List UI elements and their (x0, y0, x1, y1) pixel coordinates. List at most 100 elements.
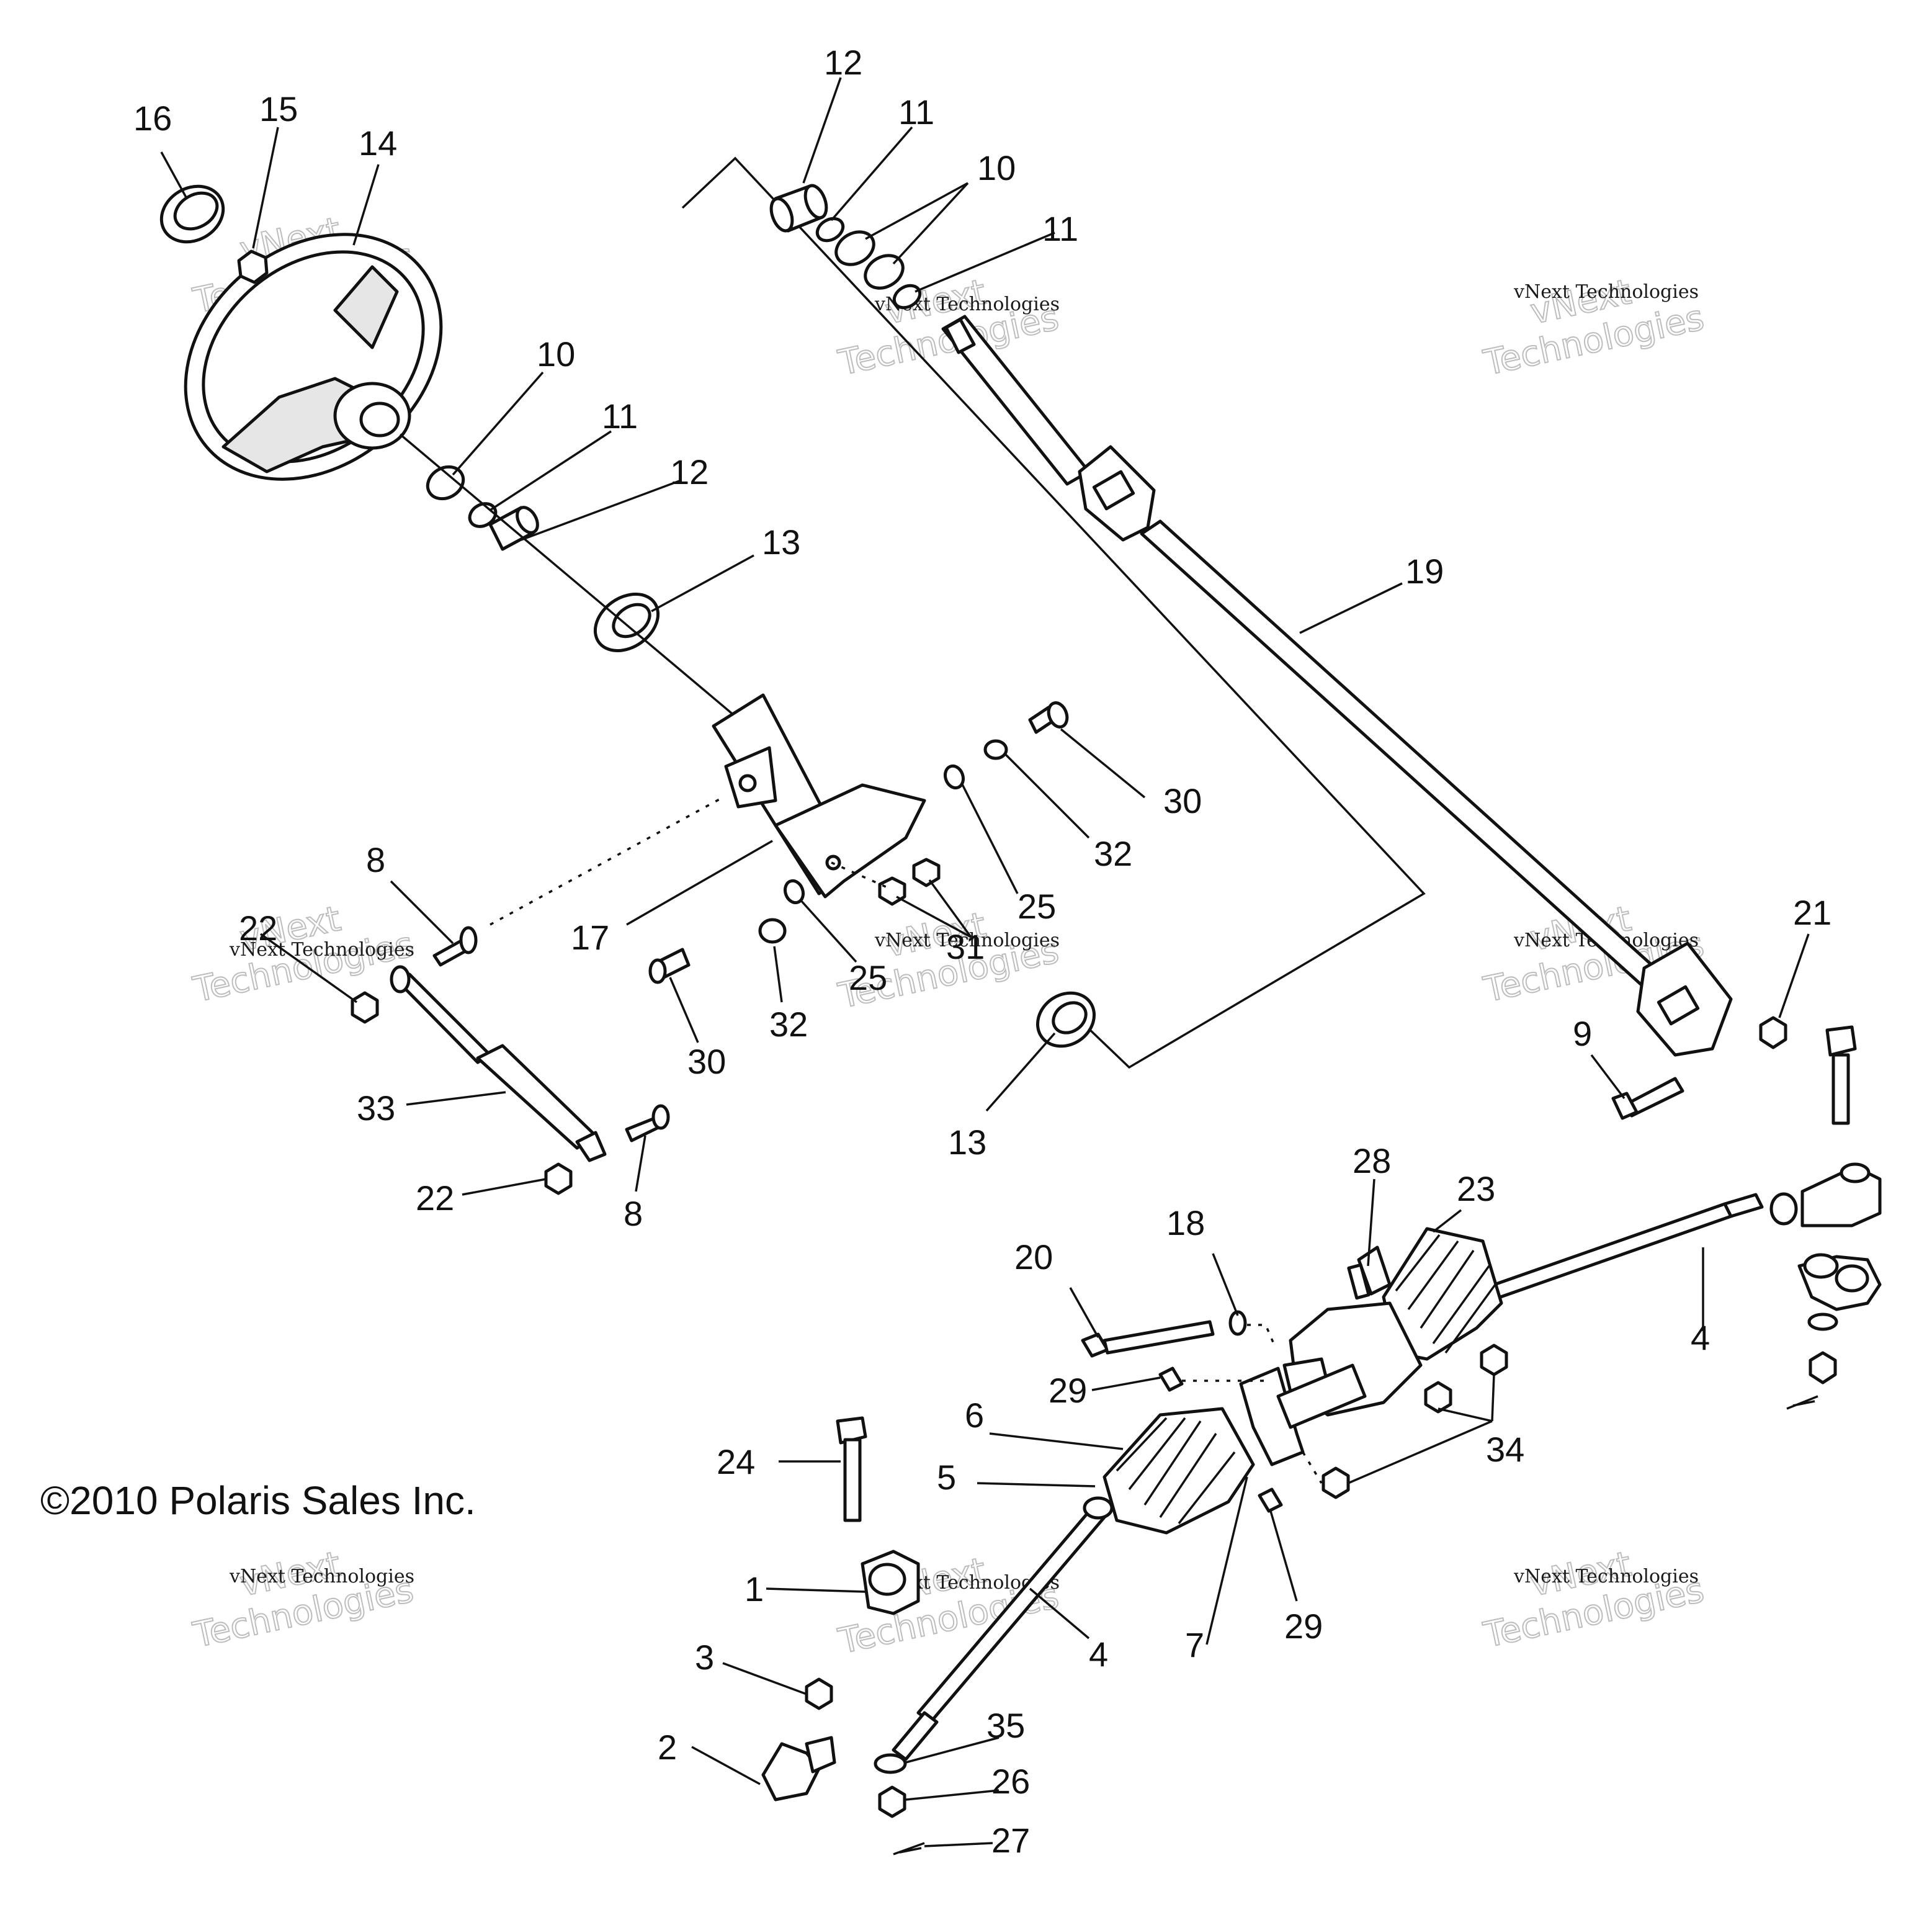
tie-rod-end-right (1769, 1162, 1882, 1227)
bolt-29-upper (1158, 1366, 1184, 1392)
washer-18 (1228, 1310, 1247, 1336)
gas-strut-33 (390, 965, 607, 1162)
callout-3: 3 (695, 1638, 714, 1677)
nut-34-c (1322, 1466, 1350, 1499)
callout-8: 8 (366, 840, 385, 879)
callout-10: 10 (537, 334, 575, 374)
tie-rod-boot-right (1797, 1253, 1882, 1311)
horn-cap (159, 184, 225, 244)
bearing-13-upper (593, 593, 660, 652)
nut-22-upper (351, 991, 379, 1024)
nut-31-b (912, 858, 941, 887)
callout-13: 13 (762, 523, 800, 562)
callout-16: 16 (133, 99, 172, 138)
callout-11: 11 (602, 397, 638, 436)
group-boundary-line (681, 156, 1426, 1069)
column-axis-line (399, 433, 733, 715)
washer-35 (874, 1753, 907, 1774)
nut-21 (1759, 1016, 1787, 1049)
callout-30: 30 (1163, 781, 1202, 820)
callout-11: 11 (898, 92, 934, 132)
long-bolt-right (1825, 1025, 1857, 1125)
column-bracket (712, 693, 926, 899)
watermark-small: vNext Technologies (229, 1566, 414, 1587)
callout-31: 31 (946, 927, 985, 966)
guide-line-rack-a (1247, 1324, 1276, 1347)
washer-25-right (943, 764, 965, 790)
callout-28: 28 (1353, 1141, 1391, 1180)
cotter-pin-right (1786, 1395, 1818, 1410)
callout-8: 8 (624, 1194, 643, 1233)
cotter-pin-27 (893, 1842, 925, 1855)
callout-4: 4 (1089, 1635, 1108, 1674)
watermark-small: vNext Technologies (1513, 1566, 1699, 1587)
nut-26 (878, 1785, 906, 1818)
jam-nut-3 (805, 1677, 833, 1710)
callout-32: 32 (1094, 834, 1132, 873)
washer-10-left (426, 465, 465, 501)
bearing-13-lower (1035, 991, 1096, 1048)
tie-rod-boot-left (861, 1550, 920, 1615)
callout-12: 12 (824, 43, 862, 82)
callout-27: 27 (991, 1821, 1030, 1860)
callout-34: 34 (1486, 1430, 1524, 1469)
callout-33: 33 (357, 1088, 395, 1128)
callout-21: 21 (1793, 893, 1831, 932)
callout-32: 32 (769, 1005, 808, 1044)
callout-5: 5 (937, 1458, 956, 1497)
callout-19: 19 (1405, 552, 1444, 591)
washer-11-top (815, 217, 845, 243)
callout-20: 20 (1014, 1237, 1053, 1277)
bushing-32-right (983, 739, 1008, 760)
callout-6: 6 (965, 1396, 984, 1435)
callout-22: 22 (416, 1178, 454, 1218)
tie-rod-end-left (761, 1736, 836, 1802)
bolt-29-lower (1258, 1487, 1283, 1513)
callout-7: 7 (1185, 1625, 1204, 1664)
wheel-nut (237, 249, 269, 284)
watermark-small: vNext Technologies (229, 939, 414, 961)
watermark-small: vNext Technologies (1513, 281, 1699, 303)
callout-11: 11 (1042, 209, 1078, 248)
callout-23: 23 (1457, 1169, 1495, 1208)
bolt-9 (1611, 1077, 1684, 1120)
steering-wheel (184, 233, 443, 481)
callout-22: 22 (239, 909, 277, 948)
bolt-24 (836, 1416, 867, 1522)
guide-line-bracket (490, 796, 723, 926)
steering-shaft (941, 315, 1733, 1057)
callout-30: 30 (687, 1042, 726, 1081)
nut-34-b (1424, 1381, 1452, 1414)
nut-right (1809, 1351, 1837, 1384)
washer-25-left (783, 879, 805, 905)
callout-29: 29 (1049, 1371, 1087, 1410)
callout-14: 14 (359, 123, 397, 163)
nut-22-lower (544, 1162, 573, 1195)
callout-1: 1 (745, 1569, 764, 1609)
callout-25: 25 (849, 958, 887, 997)
callout-9: 9 (1573, 1014, 1592, 1053)
nut-34-a (1480, 1344, 1508, 1376)
callout-18: 18 (1166, 1203, 1205, 1242)
callout-24: 24 (717, 1442, 755, 1481)
bolt-30-left (648, 948, 691, 984)
callout-26: 26 (991, 1762, 1030, 1801)
bolt-20 (1081, 1320, 1215, 1358)
callout-2: 2 (658, 1728, 677, 1767)
callout-29: 29 (1284, 1607, 1323, 1646)
steering-rack (892, 1193, 1764, 1761)
bushing-12-left (488, 506, 539, 551)
callout-10: 10 (977, 148, 1016, 187)
copyright-notice: ©2010 Polaris Sales Inc. (40, 1478, 476, 1523)
bolt-8-lower (625, 1104, 670, 1142)
callout-13: 13 (948, 1123, 986, 1162)
bolt-8-upper (432, 926, 478, 967)
guide-line-rack-c (1302, 1452, 1323, 1484)
bushing-32-left (758, 918, 787, 944)
washer-10-top-a (834, 230, 875, 266)
callout-17: 17 (571, 918, 609, 957)
bolt-30-right (1028, 701, 1069, 734)
bushing-12-top (769, 184, 828, 233)
callout-35: 35 (986, 1706, 1025, 1745)
